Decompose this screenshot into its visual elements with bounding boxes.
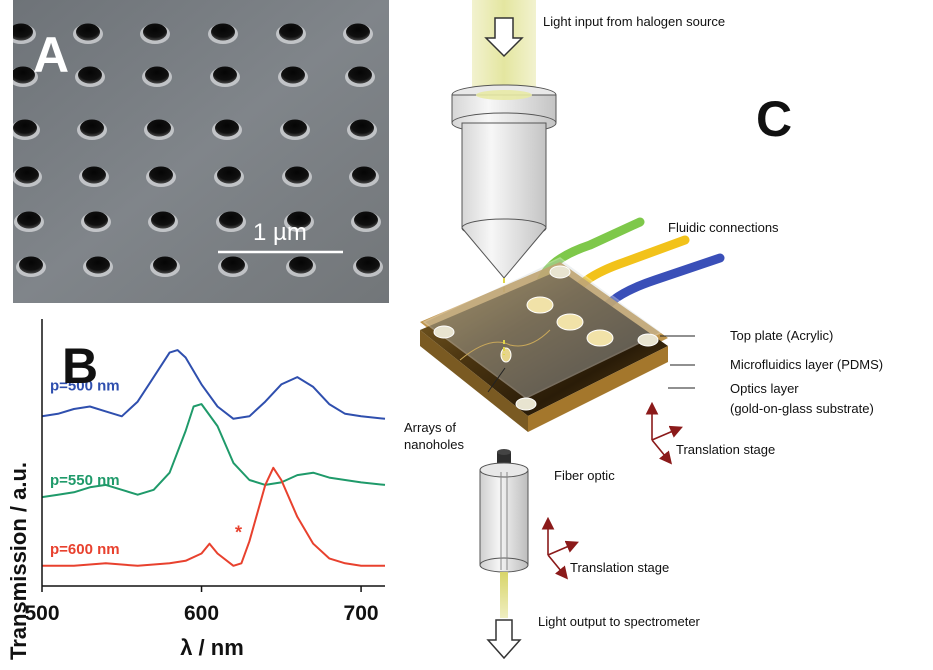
nanohole bbox=[84, 211, 108, 229]
nanohole bbox=[13, 23, 33, 41]
nanohole bbox=[80, 119, 104, 137]
translation-stage-2-arrows bbox=[541, 516, 579, 580]
input-arrow-icon bbox=[484, 17, 524, 58]
nanohole bbox=[76, 23, 100, 41]
nanohole bbox=[279, 23, 303, 41]
nanohole bbox=[352, 166, 376, 184]
nanohole bbox=[13, 119, 37, 137]
nanohole bbox=[145, 66, 169, 84]
fiber-optic-label: Fiber optic bbox=[554, 468, 615, 483]
nanohole bbox=[215, 119, 239, 137]
nanohole bbox=[289, 256, 313, 274]
series-label-1: p=500 nm bbox=[50, 377, 120, 394]
fiber-optic bbox=[479, 449, 529, 618]
nanohole bbox=[78, 66, 102, 84]
nanohole bbox=[147, 119, 171, 137]
scale-bar-label: 1 µm bbox=[253, 219, 307, 246]
x-tick-label: 700 bbox=[344, 602, 379, 625]
annotation-1: * bbox=[235, 523, 242, 543]
series-label-3: p=600 nm bbox=[50, 541, 120, 558]
nanohole bbox=[350, 119, 374, 137]
nanohole bbox=[17, 211, 41, 229]
optics-layer-label: Optics layer bbox=[730, 381, 799, 396]
panel-c-letter: C bbox=[756, 91, 792, 147]
nanohole bbox=[285, 166, 309, 184]
nanohole bbox=[219, 211, 243, 229]
light-output-label: Light output to spectrometer bbox=[538, 614, 701, 629]
top-plate-label: Top plate (Acrylic) bbox=[730, 328, 833, 343]
nanohole bbox=[346, 23, 370, 41]
setup-schematic: Light input from halogen source Fluidic … bbox=[404, 0, 883, 660]
translation-stage-1-arrows bbox=[645, 401, 683, 465]
nanohole bbox=[221, 256, 245, 274]
nanohole bbox=[211, 23, 235, 41]
nanohole bbox=[15, 166, 39, 184]
x-tick-label: 500 bbox=[24, 602, 59, 625]
microfluidic-chip bbox=[420, 257, 668, 432]
x-axis-label: λ / nm bbox=[180, 635, 244, 660]
nanohole bbox=[151, 211, 175, 229]
arrays-label-line1: Arrays of bbox=[404, 420, 456, 435]
light-input-label: Light input from halogen source bbox=[543, 14, 725, 29]
nanohole bbox=[153, 256, 177, 274]
output-arrow-icon bbox=[486, 619, 522, 660]
nanohole bbox=[356, 256, 380, 274]
nanohole bbox=[283, 119, 307, 137]
x-tick-label: 600 bbox=[184, 602, 219, 625]
series-line-3 bbox=[42, 466, 385, 567]
fluidic-connections-label: Fluidic connections bbox=[668, 220, 779, 235]
nanohole bbox=[149, 166, 173, 184]
series-label-2: p=550 nm bbox=[50, 472, 120, 489]
nanohole bbox=[281, 66, 305, 84]
nanohole bbox=[143, 23, 167, 41]
transmission-spectra-chart: * p=500 nm p=550 nm p=600 nm 500 600 700 B T… bbox=[6, 319, 386, 660]
spectra-chart-panel: * p=500 nm p=550 nm p=600 nm 500 600 700 B T… bbox=[0, 313, 395, 665]
nanohole bbox=[217, 166, 241, 184]
nanohole bbox=[287, 211, 311, 229]
nanohole bbox=[354, 211, 378, 229]
microscope-objective bbox=[451, 84, 557, 340]
series-line-2 bbox=[41, 403, 386, 499]
y-axis-label: Transmission / a.u. bbox=[6, 462, 31, 660]
nanohole bbox=[86, 256, 110, 274]
series-line-1 bbox=[41, 349, 386, 420]
nanohole bbox=[348, 66, 372, 84]
translation-stage-2-label: Translation stage bbox=[570, 560, 669, 575]
label-leader-lines bbox=[487, 335, 695, 393]
translation-stage-1-label: Translation stage bbox=[676, 442, 775, 457]
microfluidics-layer-label: Microfluidics layer (PDMS) bbox=[730, 357, 883, 372]
panel-a-letter: A bbox=[33, 27, 69, 83]
panel-b-letter: B bbox=[62, 338, 98, 394]
sem-image: 1 µm A bbox=[13, 0, 389, 303]
nanohole bbox=[13, 66, 35, 84]
nanohole bbox=[82, 166, 106, 184]
arrays-label-line2: nanoholes bbox=[404, 437, 464, 452]
nanohole bbox=[19, 256, 43, 274]
sem-image-panel: 1 µm A bbox=[13, 0, 389, 303]
nanohole bbox=[213, 66, 237, 84]
setup-schematic-panel: Light input from halogen source Fluidic … bbox=[400, 0, 933, 665]
optics-layer-sub-label: (gold-on-glass substrate) bbox=[730, 401, 874, 416]
